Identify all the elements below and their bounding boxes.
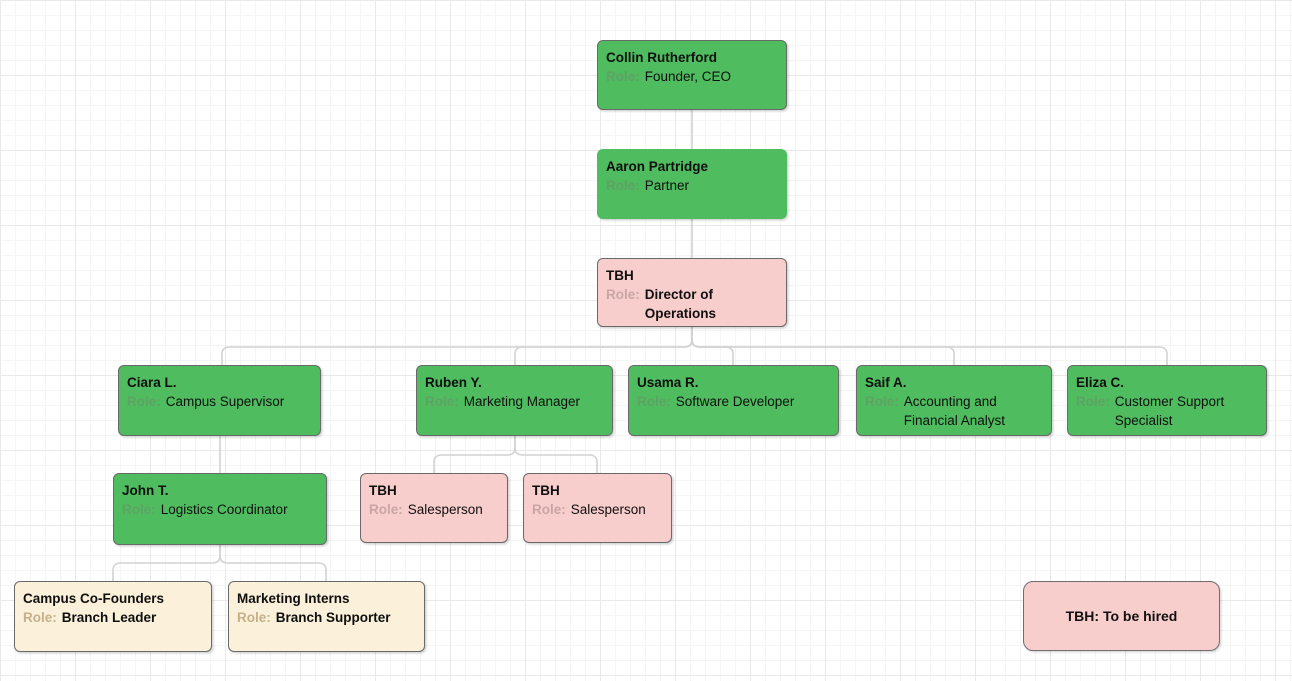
connector-ruben-sales1[interactable] — [433, 436, 516, 473]
role-value: Founder, CEO — [644, 69, 732, 84]
role-label: Role: — [237, 610, 271, 625]
org-node-tbh-director-of-operations[interactable]: TBH Role: Director of Operations — [597, 258, 787, 327]
node-role: Role: Branch Supporter — [237, 608, 416, 627]
node-role: Role: Customer Support Specialist — [1076, 392, 1258, 430]
node-role: Role: Branch Leader — [23, 608, 203, 627]
org-node-eliza-c[interactable]: Eliza C. Role: Customer Support Speciali… — [1067, 365, 1267, 436]
org-node-tbh-salesperson-1[interactable]: TBH Role: Salesperson — [360, 473, 508, 543]
node-name: Ciara L. — [127, 375, 177, 390]
role-label: Role: — [606, 69, 640, 84]
role-label: Role: — [865, 394, 899, 409]
role-label: Role: — [606, 178, 640, 193]
node-name: Campus Co-Founders — [23, 591, 165, 606]
connector-director-ruben[interactable] — [514, 327, 693, 365]
org-node-ruben-y[interactable]: Ruben Y. Role: Marketing Manager — [416, 365, 613, 436]
role-value: Campus Supervisor — [165, 394, 285, 409]
node-role: Role: Salesperson — [532, 500, 663, 519]
node-role: Role: Founder, CEO — [606, 67, 778, 86]
org-node-aaron-partridge[interactable]: Aaron Partridge Role: Partner — [597, 149, 787, 219]
node-role: Role: Marketing Manager — [425, 392, 604, 411]
role-label: Role: — [127, 394, 161, 409]
node-name: Usama R. — [637, 375, 699, 390]
node-name: TBH — [606, 268, 634, 283]
role-value: Salesperson — [407, 502, 483, 517]
connector-john-interns[interactable] — [219, 545, 327, 581]
role-value: Branch Supporter — [275, 610, 391, 625]
node-role: Role: Salesperson — [369, 500, 499, 519]
role-value: Customer Support Specialist — [1114, 394, 1225, 428]
org-node-campus-co-founders[interactable]: Campus Co-Founders Role: Branch Leader — [14, 581, 212, 652]
legend-label: TBH: To be hired — [1065, 608, 1178, 624]
connector-director-ciara[interactable] — [221, 327, 693, 365]
role-label: Role: — [122, 502, 156, 517]
node-name: John T. — [122, 483, 169, 498]
org-node-tbh-salesperson-2[interactable]: TBH Role: Salesperson — [523, 473, 672, 543]
node-name: Marketing Interns — [237, 591, 350, 606]
connector-director-usama[interactable] — [691, 327, 734, 365]
role-label: Role: — [425, 394, 459, 409]
node-name: Collin Rutherford — [606, 50, 717, 65]
role-label: Role: — [637, 394, 671, 409]
role-value: Partner — [644, 178, 690, 193]
org-node-saif-a[interactable]: Saif A. Role: Accounting and Financial A… — [856, 365, 1052, 436]
node-name: TBH — [369, 483, 397, 498]
org-node-ciara-l[interactable]: Ciara L. Role: Campus Supervisor — [118, 365, 321, 436]
role-value: Branch Leader — [61, 610, 157, 625]
role-value: Salesperson — [570, 502, 646, 517]
role-label: Role: — [1076, 394, 1110, 409]
node-role: Role: Logistics Coordinator — [122, 500, 318, 519]
node-name: Eliza C. — [1076, 375, 1125, 390]
org-node-usama-r[interactable]: Usama R. Role: Software Developer — [628, 365, 839, 436]
node-role: Role: Partner — [606, 176, 778, 195]
role-value: Director of Operations — [644, 287, 717, 321]
node-name: Ruben Y. — [425, 375, 482, 390]
node-name: Saif A. — [865, 375, 907, 390]
org-node-collin-rutherford[interactable]: Collin Rutherford Role: Founder, CEO — [597, 40, 787, 110]
role-label: Role: — [23, 610, 57, 625]
org-node-john-t[interactable]: John T. Role: Logistics Coordinator — [113, 473, 327, 545]
connector-director-saif[interactable] — [691, 327, 955, 365]
role-label: Role: — [606, 287, 640, 302]
node-role: Role: Accounting and Financial Analyst — [865, 392, 1043, 430]
node-role: Role: Campus Supervisor — [127, 392, 312, 411]
connector-john-campus[interactable] — [112, 545, 221, 581]
role-value: Logistics Coordinator — [160, 502, 288, 517]
role-value: Accounting and Financial Analyst — [903, 394, 1006, 428]
node-name: Aaron Partridge — [606, 159, 709, 174]
org-node-marketing-interns[interactable]: Marketing Interns Role: Branch Supporter — [228, 581, 425, 652]
role-label: Role: — [532, 502, 566, 517]
node-role: Role: Software Developer — [637, 392, 830, 411]
node-name: TBH — [532, 483, 560, 498]
legend-tbh-to-be-hired[interactable]: TBH: To be hired — [1023, 581, 1220, 651]
connector-ruben-sales2[interactable] — [514, 436, 598, 473]
node-role: Role: Director of Operations — [606, 285, 778, 323]
connector-director-eliza[interactable] — [691, 327, 1168, 365]
role-value: Software Developer — [675, 394, 795, 409]
role-label: Role: — [369, 502, 403, 517]
role-value: Marketing Manager — [463, 394, 581, 409]
